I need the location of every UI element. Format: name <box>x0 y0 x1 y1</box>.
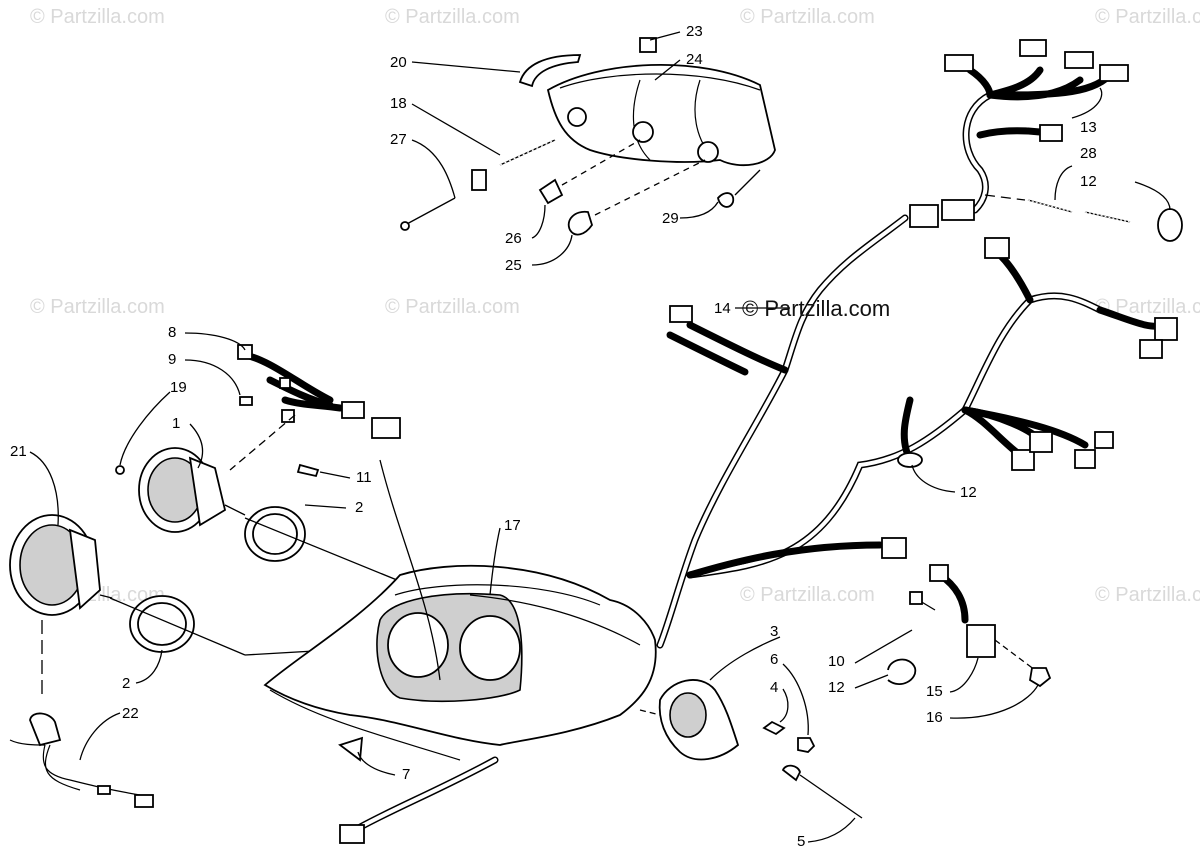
callout-14: 14 <box>714 300 731 317</box>
callout-8: 8 <box>168 324 176 341</box>
main-harness <box>656 214 1178 649</box>
tie-strap <box>897 452 923 468</box>
callout-12: 12 <box>960 484 977 501</box>
callout-6: 6 <box>770 651 778 668</box>
callout-17: 17 <box>504 517 521 534</box>
leader-lines <box>29 31 1171 843</box>
callout-20: 20 <box>390 54 407 71</box>
headlight-bracket <box>639 37 657 53</box>
callout-28: 28 <box>1080 145 1097 162</box>
callout-18: 18 <box>390 95 407 112</box>
tie-strap <box>1157 208 1183 242</box>
washer <box>762 720 786 736</box>
callout-9: 9 <box>168 351 176 368</box>
callout-13: 13 <box>1080 119 1097 136</box>
upper-harness <box>909 39 1129 228</box>
watermark: © Partzilla.com <box>30 296 165 318</box>
nut <box>797 737 816 753</box>
callout-5: 5 <box>797 833 805 850</box>
callout-19: 19 <box>170 379 187 396</box>
callout-11: 11 <box>356 469 372 486</box>
callout-2: 2 <box>122 675 130 692</box>
watermark: © Partzilla.com <box>1095 6 1200 28</box>
callout-21: 21 <box>10 443 27 460</box>
callout-3: 3 <box>770 623 778 640</box>
watermark: © Partzilla.com <box>742 296 891 321</box>
headlight-housing <box>546 63 776 167</box>
callout-23: 23 <box>686 23 703 40</box>
callout-12: 12 <box>828 679 845 696</box>
tachometer <box>9 514 113 616</box>
watermark: © Partzilla.com <box>1095 296 1200 318</box>
watermark: © Partzilla.com <box>30 6 165 28</box>
callout-labels: 23 24 20 18 27 26 25 29 13 28 12 14 8 9 … <box>10 23 1097 850</box>
callout-26: 26 <box>505 230 522 247</box>
callout-12: 12 <box>1080 173 1097 190</box>
spring-28 <box>984 194 1131 223</box>
bezel-ring <box>244 506 306 562</box>
callout-10: 10 <box>828 653 845 670</box>
callout-22: 22 <box>122 705 139 722</box>
callout-25: 25 <box>505 257 522 274</box>
watermark: © Partzilla.com <box>385 6 520 28</box>
watermark: © Partzilla.com <box>740 6 875 28</box>
indicator-light <box>9 620 154 808</box>
gauge-harness <box>115 344 401 478</box>
spring <box>499 139 556 166</box>
callout-24: 24 <box>686 51 703 68</box>
clip <box>717 169 761 208</box>
seal-strip <box>518 54 582 88</box>
dash-panel <box>263 564 657 844</box>
bulb <box>538 139 706 236</box>
bolt <box>909 591 936 611</box>
ring-clip <box>887 658 917 685</box>
callout-2: 2 <box>355 499 363 516</box>
callout-29: 29 <box>662 210 679 227</box>
resistor-assy <box>929 564 1052 688</box>
handlebar-switch <box>639 679 740 761</box>
callout-7: 7 <box>402 766 410 783</box>
callout-1: 1 <box>172 415 180 432</box>
watermark: © Partzilla.com <box>740 584 875 606</box>
watermark: © Partzilla.com <box>385 296 520 318</box>
speedometer <box>138 447 246 533</box>
callout-16: 16 <box>926 709 943 726</box>
callout-4: 4 <box>770 679 778 696</box>
cable <box>781 764 863 819</box>
adjust-screw <box>400 169 487 231</box>
callout-27: 27 <box>390 131 407 148</box>
watermark: © Partzilla.com <box>1095 584 1200 606</box>
bezel-ring <box>129 595 195 653</box>
callout-15: 15 <box>926 683 943 700</box>
